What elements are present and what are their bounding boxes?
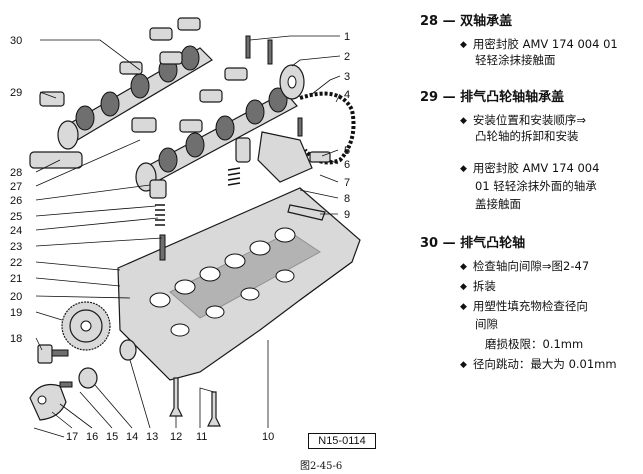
part-number-18: 18 xyxy=(10,333,22,345)
part-number-3: 3 xyxy=(344,71,350,83)
part-number-9: 9 xyxy=(344,209,350,221)
legend-28-item-1-line-2: 轻轻涂抹接触面 xyxy=(475,53,556,67)
figure-code-box: N15-0114 xyxy=(308,433,376,449)
legend-heading-29: 29 — 排气凸轮轴轴承盖 xyxy=(420,90,565,105)
legend-29-item-2-line-1: 用密封胶 AMV 174 004 xyxy=(460,160,600,178)
part-number-7: 7 xyxy=(344,177,350,189)
chain-tensioner xyxy=(257,117,331,221)
camshaft-sprocket xyxy=(279,64,305,100)
legend-30-item-5: 径向跳动：最大为 0.01mm xyxy=(460,356,617,374)
cover-plate xyxy=(29,381,73,421)
part-number-11: 11 xyxy=(196,431,207,443)
legend-heading-30: 30 — 排气凸轮轴 xyxy=(420,236,526,251)
part-number-8: 8 xyxy=(344,193,350,205)
legend-heading-28: 28 — 双轴承盖 xyxy=(420,14,513,29)
part-number-2: 2 xyxy=(344,51,350,63)
part-number-21: 21 xyxy=(10,273,22,285)
part-number-29: 29 xyxy=(10,87,22,99)
part-number-27: 27 xyxy=(10,181,22,193)
part-number-25: 25 xyxy=(10,211,22,223)
camshaft-gear xyxy=(61,301,111,351)
part-number-26: 26 xyxy=(10,195,22,207)
valve-components xyxy=(149,137,251,261)
part-number-13: 13 xyxy=(146,431,158,443)
legend-29-item-2-line-2: 01 轻轻涂抹外面的轴承 xyxy=(475,179,597,193)
part-number-23: 23 xyxy=(10,241,22,253)
part-number-28: 28 xyxy=(10,167,22,179)
part-number-20: 20 xyxy=(10,291,22,303)
legend-28-item-1-line-1: 用密封胶 AMV 174 004 01 xyxy=(460,36,618,54)
part-number-17: 17 xyxy=(66,431,78,443)
bearing-caps xyxy=(29,17,248,169)
legend-30-item-2: 拆装 xyxy=(460,278,496,296)
exploded-view-diagram: 1 2 3 4 5 6 7 8 9 10 11 12 13 14 15 16 1… xyxy=(10,17,361,443)
legend-30-item-3-line-2: 间隙 xyxy=(475,317,498,331)
legend-29-item-1-line-2: 凸轮轴的拆卸和安装 xyxy=(475,129,579,143)
part-number-5: 5 xyxy=(344,145,350,157)
part-number-14: 14 xyxy=(126,431,138,443)
figure-caption: 图2-45-6 xyxy=(300,461,343,472)
part-number-12: 12 xyxy=(170,431,182,443)
part-number-10: 10 xyxy=(262,431,274,443)
bolts xyxy=(245,35,273,65)
part-number-6: 6 xyxy=(344,159,350,171)
gear-bolt xyxy=(37,344,69,364)
part-number-22: 22 xyxy=(10,257,22,269)
leader-lines xyxy=(33,35,341,438)
part-number-16: 16 xyxy=(86,431,98,443)
legend-29-item-2-line-3: 盖接触面 xyxy=(475,197,521,211)
part-number-15: 15 xyxy=(106,431,118,443)
part-number-4: 4 xyxy=(344,89,350,101)
part-number-19: 19 xyxy=(10,307,22,319)
part-number-30: 30 xyxy=(10,35,22,47)
part-number-24: 24 xyxy=(10,225,22,237)
legend-30-item-1: 检查轴向间隙⇒图2-47 xyxy=(460,258,589,276)
legend-30-item-4: 磨损极限：0.1mm xyxy=(485,337,584,351)
part-number-labels: 1 2 3 4 5 6 7 8 9 10 11 12 13 14 15 16 1… xyxy=(10,31,350,443)
valves xyxy=(169,377,221,427)
oil-seals xyxy=(78,339,137,389)
legend-29-item-1-line-1: 安装位置和安装顺序⇒ xyxy=(460,112,586,130)
part-number-1: 1 xyxy=(344,31,350,43)
legend-30-item-3-line-1: 用塑性填充物检查径向 xyxy=(460,298,588,316)
cylinder-head xyxy=(117,187,361,381)
